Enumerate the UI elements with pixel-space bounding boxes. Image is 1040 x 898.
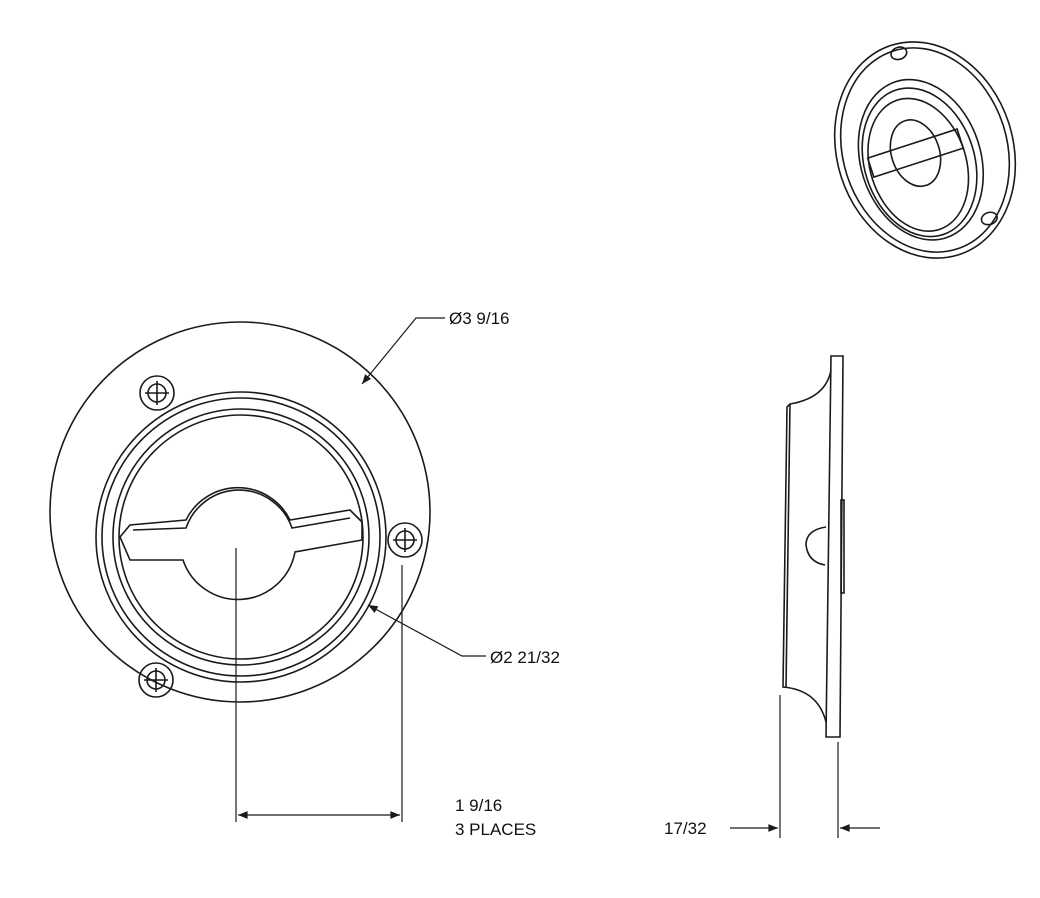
front-view [49, 317, 486, 822]
handle [119, 486, 363, 601]
hole-spacing-label: 1 9/16 [455, 796, 503, 815]
mounting-hole [138, 662, 174, 698]
thickness-label: 17/32 [664, 819, 707, 838]
mounting-hole [139, 375, 175, 411]
outer-diameter-label: Ø3 9/16 [449, 309, 510, 328]
hole-count-note: 3 PLACES [455, 820, 537, 839]
inner-diameter-label: Ø2 21/32 [490, 648, 560, 667]
isometric-view [833, 41, 1017, 259]
side-view [730, 355, 880, 838]
mounting-hole [387, 522, 423, 558]
